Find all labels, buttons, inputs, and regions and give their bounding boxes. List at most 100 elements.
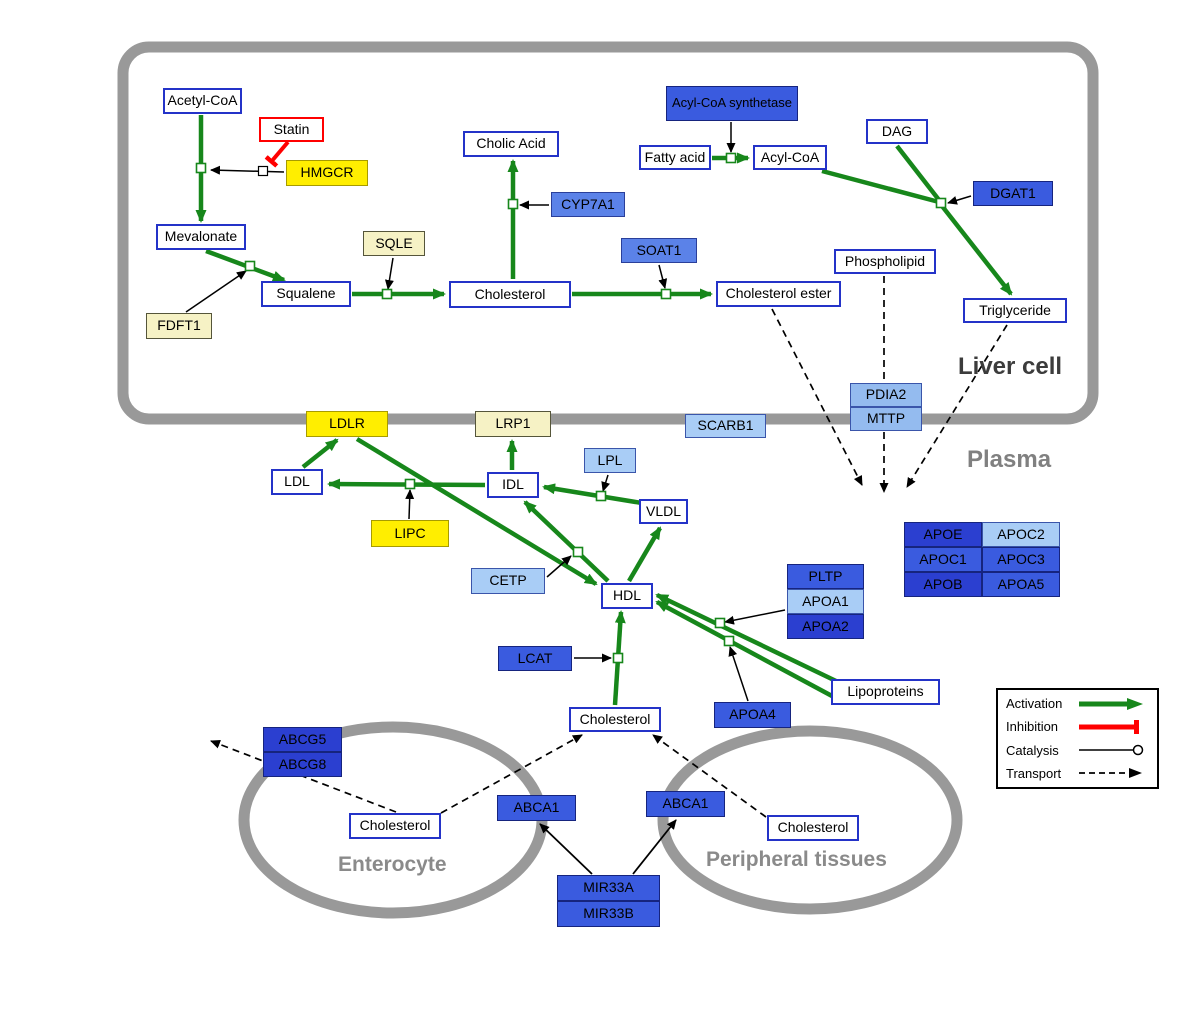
node-cholesterol-enterocyte[interactable]: Cholesterol bbox=[349, 813, 441, 839]
edge-lipc-catalysis bbox=[405, 489, 415, 520]
junctions-layer bbox=[195, 152, 947, 664]
node-scarb1[interactable]: SCARB1 bbox=[685, 414, 766, 438]
node-triglyceride[interactable]: Triglyceride bbox=[963, 298, 1067, 323]
edge-triglyceride-plasma bbox=[906, 324, 1008, 488]
junction-anchor bbox=[714, 617, 726, 629]
catalysis-circle-icon bbox=[1079, 744, 1144, 756]
node-ldl[interactable]: LDL bbox=[271, 469, 323, 495]
junction-anchor bbox=[195, 162, 207, 174]
node-apoa2[interactable]: APOA2 bbox=[787, 614, 864, 639]
legend-row-activation: Activation bbox=[1006, 696, 1149, 711]
edge-hdl-vldl bbox=[627, 526, 662, 583]
node-cholesterol-peripheral[interactable]: Cholesterol bbox=[767, 815, 859, 841]
node-acyl-coa[interactable]: Acyl-CoA bbox=[753, 145, 827, 170]
liver-cell-membrane bbox=[117, 41, 1099, 425]
node-mir33a[interactable]: MIR33A bbox=[557, 875, 660, 901]
node-abcg8[interactable]: ABCG8 bbox=[263, 752, 342, 777]
node-statin[interactable]: Statin bbox=[259, 117, 324, 142]
node-acyl-coa-synthetase[interactable]: Acyl-CoA synthetase bbox=[666, 86, 798, 121]
node-cholesterol-liver[interactable]: Cholesterol bbox=[449, 281, 571, 308]
edge-sqle-catalysis bbox=[384, 257, 394, 290]
node-apoa5[interactable]: APOA5 bbox=[982, 572, 1060, 597]
node-hdl[interactable]: HDL bbox=[601, 583, 653, 609]
node-squalene[interactable]: Squalene bbox=[261, 281, 351, 307]
node-fatty-acid[interactable]: Fatty acid bbox=[639, 145, 711, 170]
node-lipoproteins[interactable]: Lipoproteins bbox=[831, 679, 940, 705]
node-abca1-peripheral[interactable]: ABCA1 bbox=[646, 791, 725, 817]
edge-acylcoa-dgat-junction bbox=[821, 168, 940, 205]
junction-anchor bbox=[507, 198, 519, 210]
node-cholic-acid[interactable]: Cholic Acid bbox=[463, 131, 559, 157]
node-vldl[interactable]: VLDL bbox=[639, 499, 688, 524]
junction-anchor bbox=[595, 490, 607, 502]
node-fdft1[interactable]: FDFT1 bbox=[146, 313, 212, 339]
junction-anchor bbox=[244, 260, 256, 272]
liver-cell-label: Liver cell bbox=[958, 353, 1063, 380]
junction-anchor bbox=[723, 635, 735, 647]
node-acetyl-coa[interactable]: Acetyl-CoA bbox=[163, 88, 242, 114]
activation-arrow-icon bbox=[1079, 697, 1143, 710]
edge-ldlr-hdl bbox=[355, 437, 598, 586]
junction-anchor bbox=[660, 288, 672, 300]
junction-anchor bbox=[725, 152, 737, 164]
node-apoc1[interactable]: APOC1 bbox=[904, 547, 982, 572]
node-cholesterol-plasma[interactable]: Cholesterol bbox=[569, 707, 661, 732]
node-apoa4[interactable]: APOA4 bbox=[714, 702, 791, 728]
transport-dashed-arrow-icon bbox=[1079, 768, 1142, 779]
node-lipc[interactable]: LIPC bbox=[371, 520, 449, 547]
junction-anchor bbox=[404, 478, 416, 490]
node-apoa1[interactable]: APOA1 bbox=[787, 589, 864, 614]
edge-ldl-ldlr bbox=[301, 438, 339, 469]
node-cetp[interactable]: CETP bbox=[471, 568, 545, 594]
node-pltp[interactable]: PLTP bbox=[787, 564, 864, 589]
legend-activation-label: Activation bbox=[1006, 696, 1063, 711]
node-phospholipid[interactable]: Phospholipid bbox=[834, 249, 936, 274]
inhibition-tbar-icon bbox=[1079, 719, 1139, 734]
edges-layer bbox=[185, 115, 1013, 875]
node-cyp7a1[interactable]: CYP7A1 bbox=[551, 192, 625, 217]
edge-enterocyte-cholesterol-transport bbox=[440, 734, 583, 814]
node-abcg5[interactable]: ABCG5 bbox=[263, 727, 342, 752]
legend-transport-label: Transport bbox=[1006, 765, 1062, 781]
legend-row-inhibition: Inhibition bbox=[1006, 719, 1149, 734]
node-hmgcr[interactable]: HMGCR bbox=[286, 160, 368, 186]
node-apob[interactable]: APOB bbox=[904, 572, 982, 597]
node-dgat1[interactable]: DGAT1 bbox=[973, 181, 1053, 206]
node-idl[interactable]: IDL bbox=[487, 472, 539, 498]
legend: Activation Inhibition Catalysis Transpor… bbox=[996, 688, 1159, 789]
plasma-label: Plasma bbox=[967, 446, 1052, 473]
node-mevalonate[interactable]: Mevalonate bbox=[156, 224, 246, 250]
edge-mir33-abca1-right bbox=[632, 819, 677, 875]
edge-cholesterolester-plasma bbox=[771, 308, 863, 486]
edge-soat1-catalysis bbox=[658, 264, 668, 289]
node-lpl[interactable]: LPL bbox=[584, 448, 636, 473]
legend-row-transport: Transport bbox=[1006, 766, 1149, 781]
node-apoe[interactable]: APOE bbox=[904, 522, 982, 547]
edge-dag-dgat-junction bbox=[895, 144, 941, 202]
junction-anchor bbox=[935, 197, 947, 209]
node-cholesterol-ester[interactable]: Cholesterol ester bbox=[716, 281, 841, 307]
edge-fdft1-catalysis bbox=[185, 270, 247, 313]
node-apoc3[interactable]: APOC3 bbox=[982, 547, 1060, 572]
node-lrp1[interactable]: LRP1 bbox=[475, 411, 551, 437]
peripheral-tissues-label: Peripheral tissues bbox=[706, 848, 887, 871]
node-abca1-enterocyte[interactable]: ABCA1 bbox=[497, 795, 576, 821]
node-apoc2[interactable]: APOC2 bbox=[982, 522, 1060, 547]
junction-anchor bbox=[572, 546, 584, 558]
node-mir33b[interactable]: MIR33B bbox=[557, 901, 660, 927]
edge-apoa4-catalysis bbox=[728, 646, 749, 702]
edge-lpl-catalysis bbox=[601, 474, 610, 492]
node-ldlr[interactable]: LDLR bbox=[306, 411, 388, 437]
node-soat1[interactable]: SOAT1 bbox=[621, 238, 697, 263]
node-lcat[interactable]: LCAT bbox=[498, 646, 572, 671]
edge-hmgcr-catalysis bbox=[210, 165, 285, 175]
node-mttp[interactable]: MTTP bbox=[850, 407, 922, 431]
legend-inhibition-label: Inhibition bbox=[1006, 719, 1059, 735]
node-sqle[interactable]: SQLE bbox=[363, 231, 425, 256]
peripheral-tissues-membrane bbox=[657, 725, 963, 915]
node-dag[interactable]: DAG bbox=[866, 119, 928, 144]
node-pdia2[interactable]: PDIA2 bbox=[850, 383, 922, 407]
edge-lipoproteins-hdl-2 bbox=[655, 600, 834, 698]
